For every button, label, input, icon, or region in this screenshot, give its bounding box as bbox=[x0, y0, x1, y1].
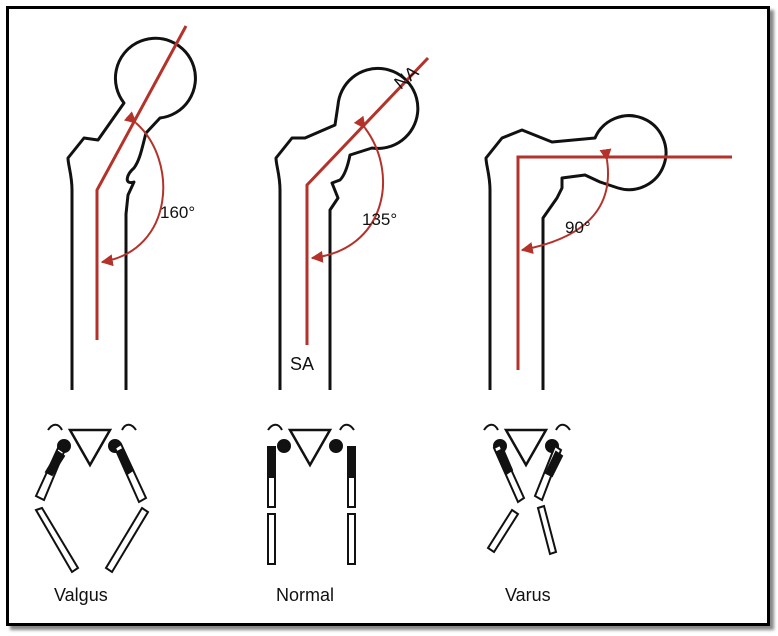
femur-normal-angle-label: 135° bbox=[362, 210, 397, 229]
leg-alignment-varus bbox=[483, 423, 571, 556]
femur-valgus: 160° bbox=[66, 25, 197, 390]
femur-varus: 90° bbox=[484, 114, 732, 390]
femur-normal-outline bbox=[274, 67, 420, 390]
femur-normal: 135° NA SA bbox=[274, 56, 430, 390]
femur-normal-axis bbox=[305, 56, 430, 345]
caption-valgus: Valgus bbox=[54, 585, 108, 605]
femur-varus-angle-label: 90° bbox=[565, 218, 591, 237]
femur-valgus-angle-label: 160° bbox=[160, 203, 195, 222]
neck-axis-label: NA bbox=[390, 62, 422, 93]
femur-varus-axis bbox=[516, 155, 732, 370]
femur-valgus-angle-arc bbox=[100, 111, 165, 267]
femur-varus-outline bbox=[484, 114, 668, 390]
femur-varus-angle-arc bbox=[520, 148, 612, 254]
femur-normal-angle-arc bbox=[310, 115, 385, 263]
caption-normal: Normal bbox=[276, 585, 334, 605]
leg-alignment-valgus bbox=[34, 423, 150, 574]
caption-varus: Varus bbox=[505, 585, 551, 605]
femur-valgus-axis bbox=[95, 25, 188, 340]
leg-alignment-normal bbox=[267, 423, 356, 565]
shaft-axis-label: SA bbox=[290, 354, 314, 374]
